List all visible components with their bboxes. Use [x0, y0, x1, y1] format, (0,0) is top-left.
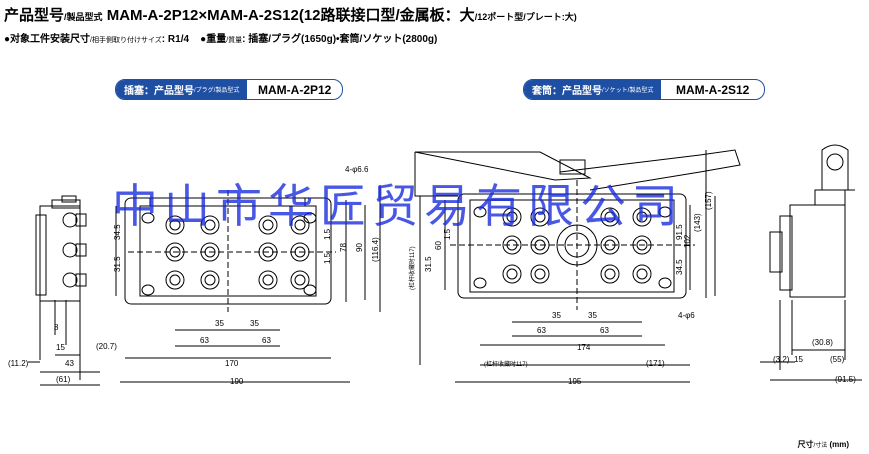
- dim-text: 63: [262, 336, 271, 345]
- dim-text: 63: [600, 326, 609, 335]
- dim-text: (157): [704, 191, 713, 210]
- dim-text: 35: [250, 319, 259, 328]
- plug-side-view: [28, 195, 100, 386]
- dim-text: 4-φ6.6: [345, 165, 369, 174]
- socket-front-view: [414, 149, 741, 383]
- dim-text: 8: [54, 323, 59, 332]
- dim-text: (61): [56, 375, 71, 384]
- dim-text: 34.5: [113, 224, 122, 240]
- socket-front-dimensions: (157) (143) 102 91.5 34.5 31.5 1.5 60 35…: [408, 191, 713, 386]
- dim-text: (3.2): [773, 355, 790, 364]
- dim-text: 34.5: [675, 259, 684, 275]
- dim-text: 15: [794, 355, 803, 364]
- socket-side-view: [760, 144, 862, 381]
- page-title: 产品型号/製品型式 MAM-A-2P12×MAM-A-2S12(12路联接口型/…: [4, 7, 577, 24]
- dim-text: (11.2): [8, 359, 29, 368]
- dim-text: 1.5: [323, 228, 332, 240]
- dim-text: 31.5: [424, 256, 433, 272]
- dim-text: 63: [537, 326, 546, 335]
- dim-text: 63: [200, 336, 209, 345]
- plug-front-view: [115, 185, 381, 383]
- plug-ports: [165, 215, 310, 290]
- dim-text: (30.8): [812, 338, 833, 347]
- dim-text: 1.5: [443, 228, 452, 240]
- socket-model-label: 套筒：产品型号/ソケット/製品型式 MAM-A-2S12: [523, 79, 765, 100]
- dim-text: 60: [434, 241, 443, 250]
- dim-text: 195: [568, 377, 582, 386]
- socket-ports: [502, 207, 652, 284]
- dim-text: (143): [693, 213, 702, 232]
- dim-text: (杠杆收藏时117): [408, 246, 416, 290]
- dim-text: 174: [577, 343, 591, 352]
- unit-note: 尺寸/寸法 (mm): [797, 440, 849, 449]
- dim-text: 35: [215, 319, 224, 328]
- dim-text: (55): [830, 355, 845, 364]
- socket-side-dimensions: (3.2) 15 (55) (30.8) (91.5): [773, 338, 856, 384]
- dim-text: (116.4): [371, 237, 380, 262]
- dim-text: 91.5: [675, 224, 684, 240]
- dim-text: (171): [646, 359, 665, 368]
- dim-text: 15: [56, 343, 65, 352]
- dim-text: 4-φ6: [678, 311, 695, 320]
- dim-text: (杠杆收藏时117): [484, 360, 528, 368]
- spec-line: ●对象工件安装尺寸/相手側取り付けサイズ: R1/4 ●重量/質量: 插塞/プラ…: [4, 34, 438, 45]
- dim-text: 43: [65, 359, 74, 368]
- dim-text: 102: [683, 234, 692, 248]
- dim-text: 31.5: [113, 256, 122, 272]
- dim-text: 35: [552, 311, 561, 320]
- dim-text: 1.5: [323, 252, 332, 264]
- dim-text: (20.7): [96, 342, 117, 351]
- header-bar: [0, 0, 869, 32]
- dim-text: 78: [339, 243, 348, 252]
- plug-front-dimensions: 34.5 31.5 1.5 1.5 35 35 63 63 170 190 (1…: [113, 165, 380, 386]
- plug-side-dimensions: (11.2) (61) 43 15 8 (20.7): [8, 323, 117, 384]
- dim-text: 190: [230, 377, 244, 386]
- dim-text: 35: [588, 311, 597, 320]
- dim-text: 90: [355, 243, 364, 252]
- watermark: 中山市华匠贸易有限公司: [112, 179, 684, 233]
- dim-text: 170: [225, 359, 239, 368]
- plug-model-label: 插塞：产品型号/プラグ/製品型式 MAM-A-2P12: [115, 79, 343, 100]
- dim-text: (91.5): [835, 375, 856, 384]
